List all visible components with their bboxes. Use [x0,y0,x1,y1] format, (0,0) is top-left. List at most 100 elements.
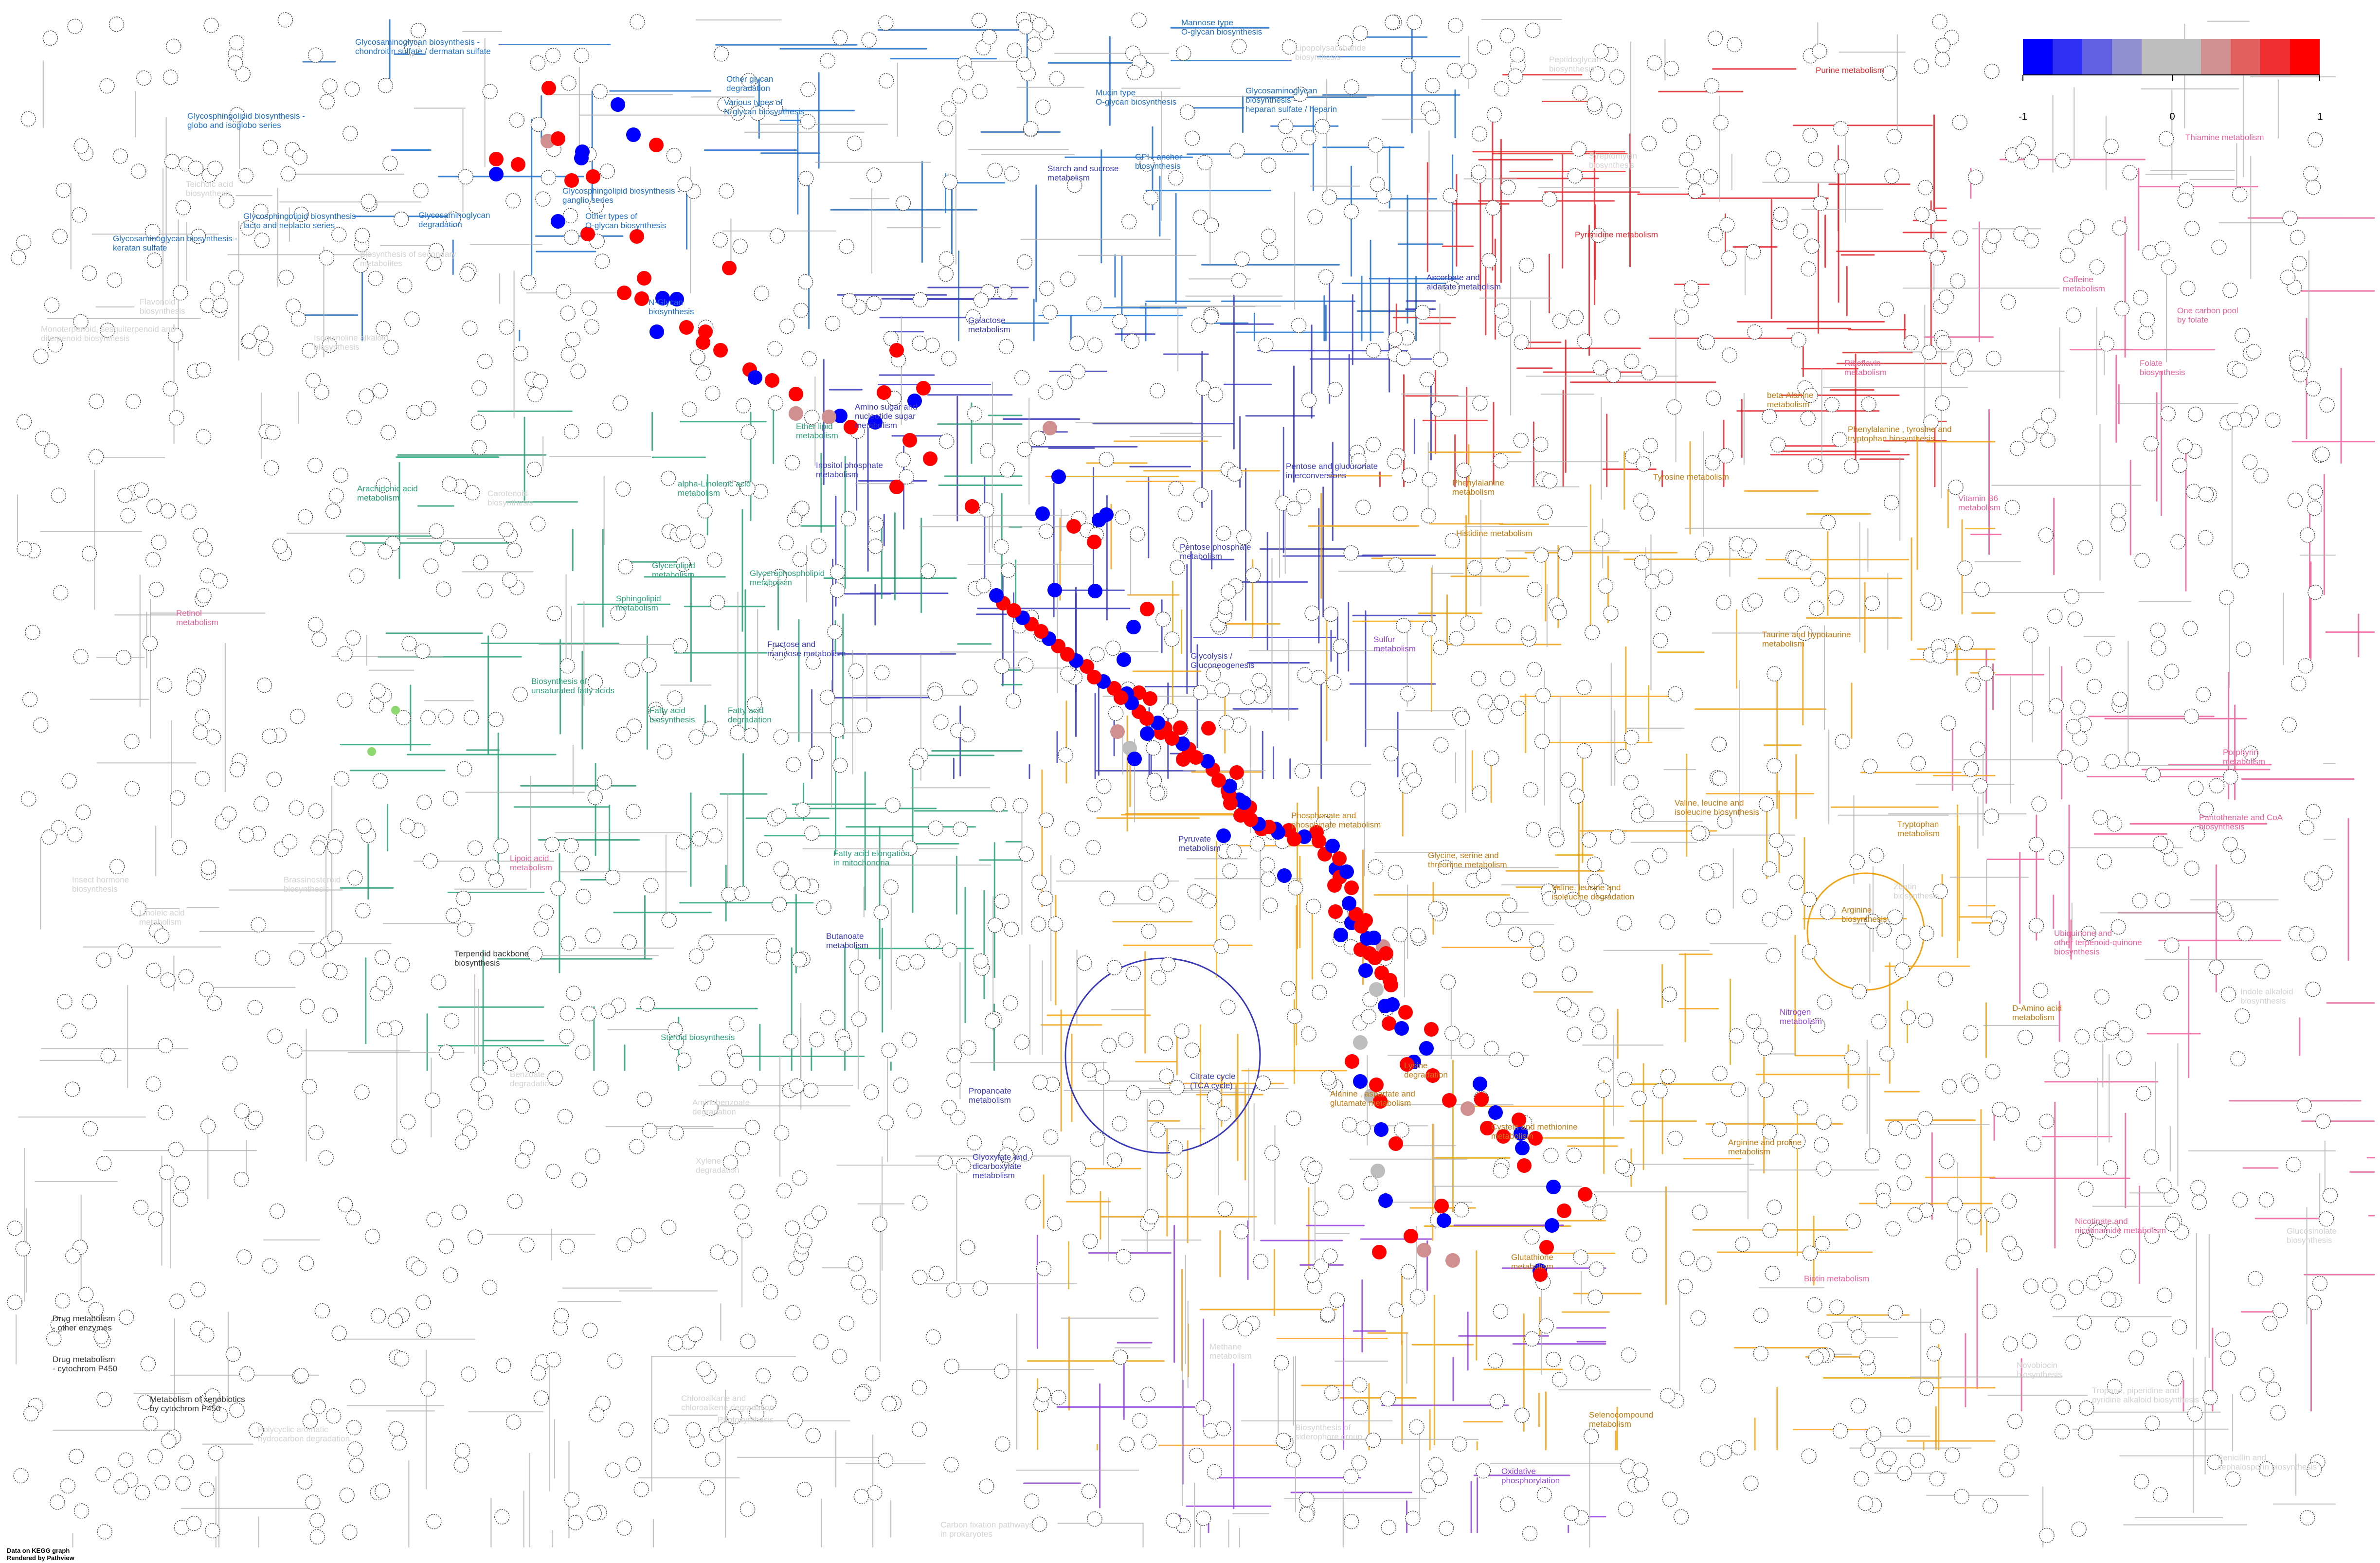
compound-node[interactable] [1333,638,1348,654]
compound-node[interactable] [943,1457,959,1473]
compound-node[interactable] [982,29,997,45]
compound-node[interactable] [2161,259,2177,275]
compound-node[interactable] [2104,754,2120,770]
compound-node[interactable] [938,433,955,449]
compound-node[interactable] [1291,318,1307,333]
compound-node[interactable] [65,1081,80,1097]
compound-node[interactable] [1318,269,1334,285]
compound-node[interactable] [310,1399,326,1415]
compound-node[interactable] [706,552,722,568]
compound-node[interactable] [752,1267,768,1283]
compound-node[interactable] [73,314,89,330]
compound-node[interactable] [779,318,795,334]
compound-node[interactable] [805,654,821,670]
compound-node[interactable] [1042,305,1058,320]
compound-node[interactable] [839,1315,855,1331]
compound-node[interactable] [1415,305,1430,321]
compound-node[interactable] [1038,812,1054,828]
compound-node[interactable] [416,1323,432,1338]
compound-node[interactable] [1685,168,1701,184]
compound-node[interactable] [942,942,957,958]
compound-node[interactable] [576,889,592,904]
compound-node[interactable] [2160,406,2176,422]
compound-node[interactable] [1567,168,1583,184]
compound-node[interactable] [206,729,221,745]
compound-node[interactable] [2314,446,2330,462]
compound-node[interactable] [567,1515,583,1530]
compound-node[interactable] [1207,1089,1223,1105]
compound-node[interactable] [196,362,211,377]
compound-node[interactable] [925,1329,941,1345]
compound-node[interactable] [1051,1390,1066,1405]
compound-node[interactable] [1216,1106,1232,1122]
compound-node[interactable] [776,1183,792,1199]
compound-node[interactable] [1143,190,1159,205]
compound-node[interactable] [117,487,133,503]
compound-node[interactable] [1844,1050,1860,1066]
compound-node[interactable] [1804,238,1820,254]
compound-node-valued[interactable] [1309,825,1324,840]
compound-node[interactable] [1495,557,1511,573]
compound-node[interactable] [2128,1350,2144,1366]
compound-node[interactable] [397,278,413,293]
compound-node[interactable] [927,685,943,701]
compound-node[interactable] [270,1203,285,1219]
compound-node[interactable] [1430,401,1446,417]
compound-node[interactable] [675,524,691,540]
compound-node[interactable] [1685,135,1701,150]
compound-node[interactable] [1456,463,1472,478]
compound-node[interactable] [297,1474,313,1490]
compound-node[interactable] [1625,448,1641,464]
compound-node[interactable] [912,292,928,307]
compound-node[interactable] [1368,137,1384,153]
compound-node[interactable] [2272,1302,2288,1318]
compound-node[interactable] [401,636,417,652]
compound-node[interactable] [1281,137,1297,152]
compound-node-valued[interactable] [1400,1057,1414,1072]
compound-node[interactable] [147,1449,163,1465]
compound-node[interactable] [1667,1131,1683,1147]
compound-node[interactable] [81,546,97,562]
compound-node[interactable] [636,1092,652,1107]
compound-node-valued[interactable] [965,499,979,514]
compound-node[interactable] [1405,1510,1421,1527]
compound-node[interactable] [2111,503,2127,519]
compound-node[interactable] [1634,860,1650,875]
compound-node[interactable] [391,1435,407,1451]
compound-node[interactable] [1905,1124,1921,1139]
compound-node[interactable] [1957,352,1973,368]
compound-node[interactable] [96,1155,112,1171]
compound-node[interactable] [1245,567,1261,583]
compound-node[interactable] [506,1414,522,1430]
compound-node[interactable] [1989,920,2004,936]
compound-node-valued[interactable] [1229,765,1244,780]
compound-node[interactable] [350,540,366,557]
compound-node[interactable] [2004,500,2020,516]
compound-node[interactable] [2290,230,2306,245]
compound-node[interactable] [1878,302,1894,317]
compound-node[interactable] [327,930,343,946]
compound-node[interactable] [938,251,955,267]
compound-node-valued[interactable] [789,387,803,401]
compound-node[interactable] [1138,885,1154,901]
compound-node[interactable] [1842,1095,1857,1111]
compound-node[interactable] [1862,758,1878,774]
compound-node[interactable] [1035,1386,1051,1402]
compound-node[interactable] [1240,689,1256,705]
compound-node[interactable] [1108,705,1124,721]
compound-node[interactable] [953,821,968,837]
compound-node[interactable] [1615,1158,1630,1174]
compound-node[interactable] [941,351,957,366]
compound-node[interactable] [1603,605,1619,621]
compound-node[interactable] [198,982,214,998]
compound-node[interactable] [832,757,848,773]
compound-node[interactable] [1566,1148,1582,1163]
compound-node-valued[interactable] [1373,1094,1388,1109]
compound-node[interactable] [881,1042,897,1058]
compound-node[interactable] [780,875,796,890]
compound-node[interactable] [370,1308,386,1324]
compound-node[interactable] [67,18,83,34]
